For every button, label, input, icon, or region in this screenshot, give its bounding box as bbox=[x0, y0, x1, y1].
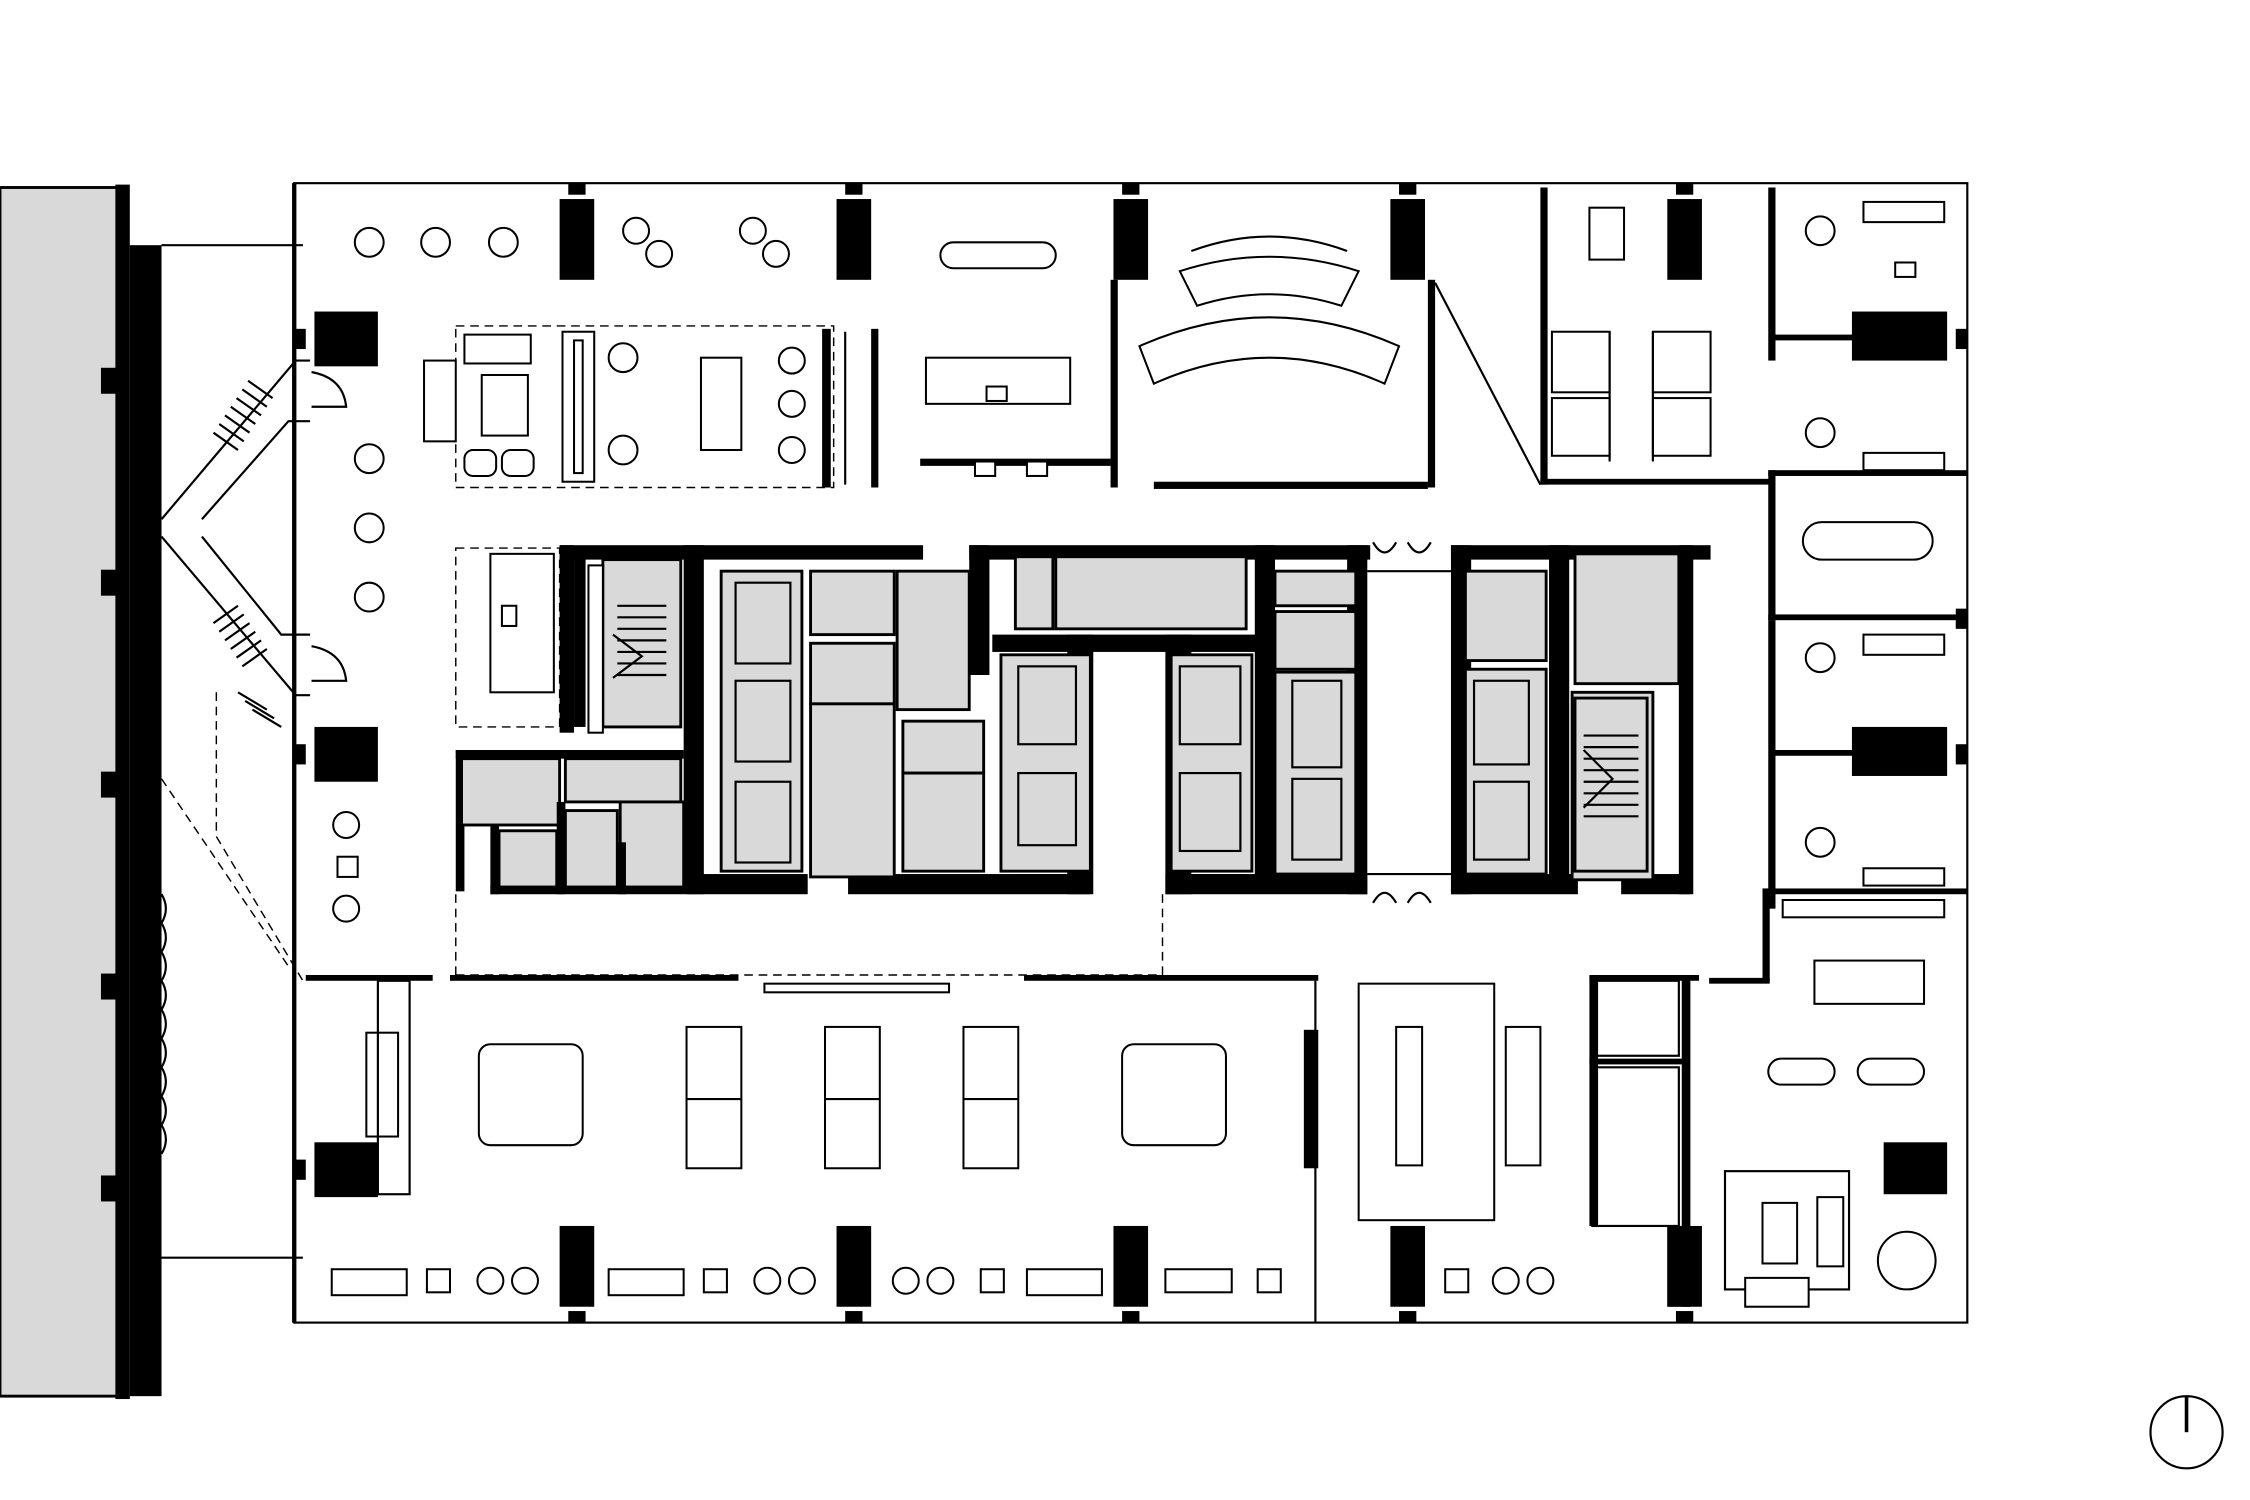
south-room-walls bbox=[305, 894, 1700, 1323]
cafe-tables bbox=[332, 216, 790, 923]
workstations-north bbox=[1550, 206, 1712, 462]
bridge-connector bbox=[160, 244, 311, 1259]
north-room-walls bbox=[822, 187, 1968, 984]
south-seating bbox=[330, 979, 1555, 1297]
columns bbox=[294, 183, 1968, 1323]
private-offices bbox=[1801, 200, 1946, 887]
stair-treads bbox=[212, 379, 282, 728]
meeting-tables bbox=[924, 235, 1401, 477]
southeast-lounge bbox=[1723, 898, 1946, 1308]
open-plan-desks bbox=[477, 1025, 1227, 1170]
north-arrow-icon bbox=[2149, 1395, 2224, 1470]
adjacent-building bbox=[0, 184, 162, 1400]
service-bar bbox=[455, 547, 604, 734]
center-doors bbox=[1367, 541, 1451, 904]
side-doors bbox=[311, 371, 348, 682]
lounge-furniture bbox=[423, 325, 835, 489]
building-core bbox=[559, 545, 1711, 895]
restroom-block bbox=[455, 750, 686, 895]
collab-zone bbox=[1357, 979, 1680, 1228]
